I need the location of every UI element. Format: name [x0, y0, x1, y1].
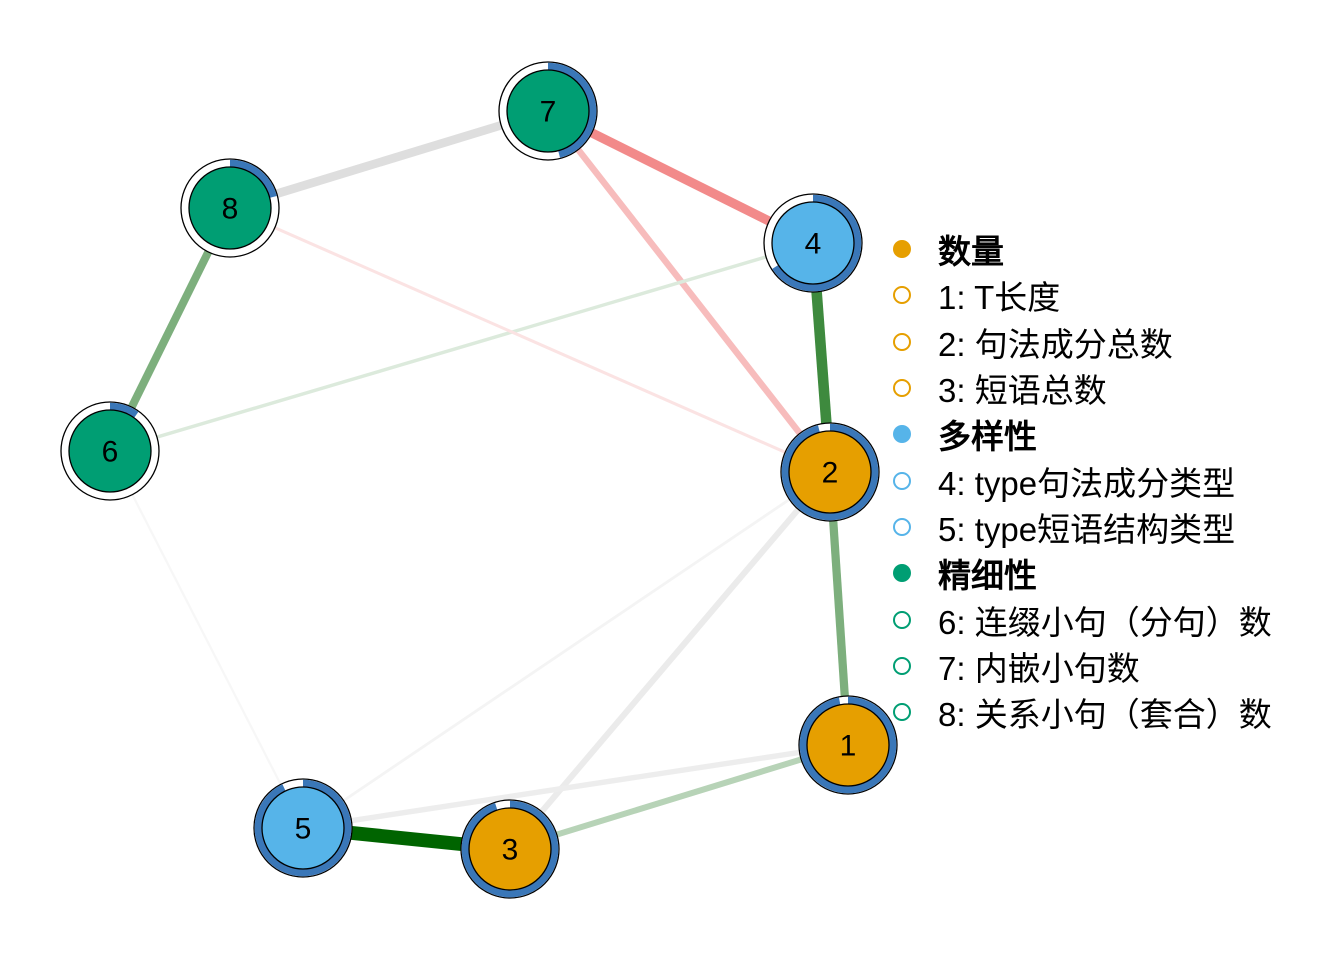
node-label: 8 [222, 193, 239, 226]
legend-group-2: 多样性 [888, 411, 1272, 457]
legend-item-2: 2: 句法成分总数 [888, 319, 1272, 365]
node-pie-ring [254, 779, 352, 877]
legend-group-label: 多样性 [938, 418, 1037, 456]
legend-item-marker [893, 286, 911, 305]
legend-item-marker [893, 517, 911, 536]
legend-item-marker [893, 379, 911, 398]
legend: 数量 1: T长度 2: 句法成分总数 3: 短语总数多样性 4: type句法成分类型… [888, 226, 1272, 735]
legend-item-label: 1: T长度 [938, 279, 1061, 317]
nodes-layer: 1 2 3 4 5 6 7 8 [60, 61, 898, 899]
node-inner-circle [771, 201, 855, 285]
legend-group-1: 数量 [888, 226, 1272, 272]
node-inner-circle [506, 69, 590, 153]
legend-item-7: 7: 内嵌小句数 [888, 643, 1272, 689]
legend-group-label: 数量 [938, 233, 1004, 271]
node-pie-ring [799, 696, 897, 794]
legend-group-marker [893, 564, 911, 583]
node-inner-circle [806, 703, 890, 787]
legend-item-marker [893, 610, 911, 629]
legend-item-label: 4: type句法成分类型 [938, 464, 1236, 502]
node-5: 5 [253, 778, 353, 878]
legend-item-marker [893, 703, 911, 722]
legend-item-3: 3: 短语总数 [888, 365, 1272, 411]
edge-6-5 [108, 450, 305, 829]
node-pie-ring [772, 194, 862, 292]
edge-5-1 [302, 742, 849, 831]
legend-group-marker [893, 240, 911, 259]
node-pie-ring [109, 402, 139, 418]
node-inner-circle [468, 807, 552, 891]
node-7: 7 [498, 61, 598, 161]
node-inner-circle [788, 430, 872, 514]
node-pie-ring [461, 800, 559, 898]
node-label: 4 [805, 228, 822, 261]
legend-item-label: 7: 内嵌小句数 [938, 649, 1140, 687]
legend-item-marker [893, 656, 911, 675]
legend-group-3: 精细性 [888, 550, 1272, 596]
edge-3-1 [509, 742, 849, 852]
edge-8-7 [228, 106, 550, 213]
legend-item-marker [893, 332, 911, 351]
node-inner-circle [68, 409, 152, 493]
edge-7-2 [545, 109, 833, 474]
node-3: 3 [460, 799, 560, 899]
legend-item-label: 3: 短语总数 [938, 372, 1107, 410]
legend-item-5: 5: type短语结构类型 [888, 504, 1272, 550]
legend-item-4: 4: type句法成分类型 [888, 457, 1272, 503]
legend-item-label: 5: type短语结构类型 [938, 510, 1236, 548]
node-label: 6 [102, 436, 119, 469]
node-label: 7 [540, 96, 557, 129]
node-pie-ring [547, 62, 597, 158]
legend-item-marker [893, 471, 911, 490]
edge-5-2 [302, 470, 831, 830]
node-pie-ring [781, 423, 879, 521]
node-label: 1 [840, 730, 857, 763]
legend-item-label: 8: 关系小句（套合）数 [938, 696, 1272, 734]
node-8: 8 [180, 158, 280, 258]
node-label: 2 [822, 457, 839, 490]
node-1: 1 [798, 695, 898, 795]
legend-item-label: 2: 句法成分总数 [938, 325, 1173, 363]
legend-item-1: 1: T长度 [888, 272, 1272, 318]
edge-8-2 [229, 206, 831, 474]
legend-item-8: 8: 关系小句（套合）数 [888, 689, 1272, 735]
node-inner-circle [261, 786, 345, 870]
node-6: 6 [60, 401, 160, 501]
legend-group-label: 精细性 [938, 557, 1037, 595]
edge-6-4 [109, 241, 814, 453]
node-pie-ring [229, 159, 277, 198]
edge-3-2 [507, 470, 833, 851]
legend-group-marker [893, 425, 911, 444]
node-label: 3 [502, 834, 519, 867]
node-2: 2 [780, 422, 880, 522]
edges-layer [106, 106, 853, 856]
legend-item-label: 6: 连缀小句（分句）数 [938, 603, 1272, 641]
node-4: 4 [763, 193, 863, 293]
node-inner-circle [188, 166, 272, 250]
node-label: 5 [295, 813, 312, 846]
legend-item-6: 6: 连缀小句（分句）数 [888, 596, 1272, 642]
